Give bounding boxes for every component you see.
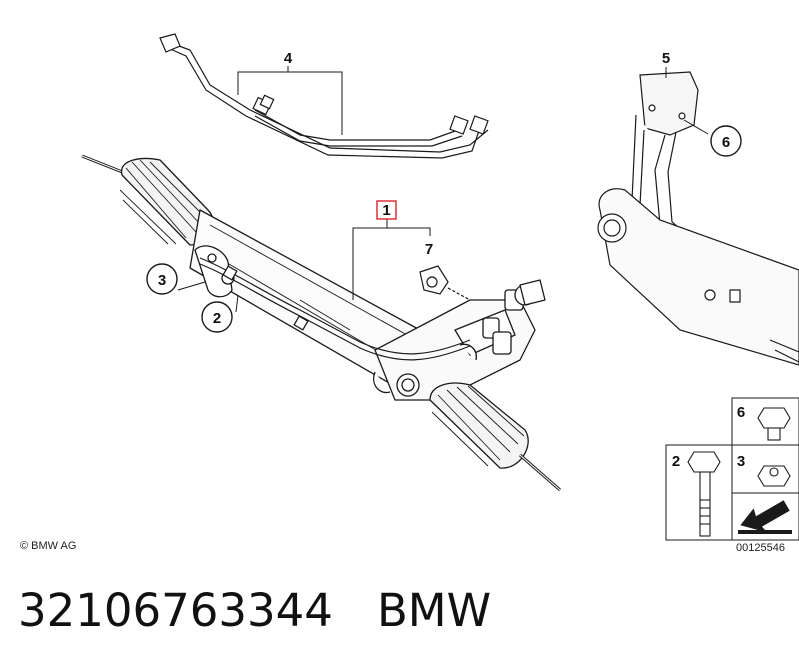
callout-1: 1	[376, 200, 397, 220]
svg-text:2: 2	[213, 310, 221, 327]
brand-name: BMW	[376, 584, 492, 637]
callout-2: 2	[201, 301, 233, 333]
right-bellows	[429, 382, 529, 469]
svg-text:4: 4	[284, 50, 293, 67]
svg-text:7: 7	[425, 241, 433, 258]
svg-text:1: 1	[382, 202, 390, 219]
pressure-lines-part-4	[159, 33, 489, 159]
copyright-notice: © BMW AG	[20, 540, 77, 552]
svg-text:6: 6	[722, 134, 730, 151]
steering-rack-assembly	[81, 154, 561, 492]
connector-part-7	[419, 265, 471, 301]
legend-label-6: 6	[737, 404, 745, 421]
pinion-valve-housing	[373, 279, 546, 401]
svg-text:3: 3	[158, 272, 166, 289]
legend-label-2: 2	[672, 453, 680, 470]
callout-4: 4	[284, 50, 293, 67]
legend-label-3: 3	[737, 453, 745, 470]
leader-lines	[177, 66, 709, 313]
callout-5: 5	[662, 50, 670, 67]
fastener-legend	[665, 397, 799, 541]
part-number: 32106763344	[18, 584, 333, 637]
callout-3: 3	[146, 263, 178, 295]
diagram-reference-code: 00125546	[736, 542, 785, 554]
callout-7: 7	[425, 241, 433, 258]
part-number-footer: 32106763344 BMW	[18, 584, 491, 637]
callout-6: 6	[710, 125, 742, 157]
left-bellows	[119, 157, 214, 246]
svg-text:5: 5	[662, 50, 670, 67]
parts-diagram: 1 4 7 5 3 2 6 6 2 3	[81, 33, 799, 541]
bracket-part-5	[597, 71, 799, 366]
